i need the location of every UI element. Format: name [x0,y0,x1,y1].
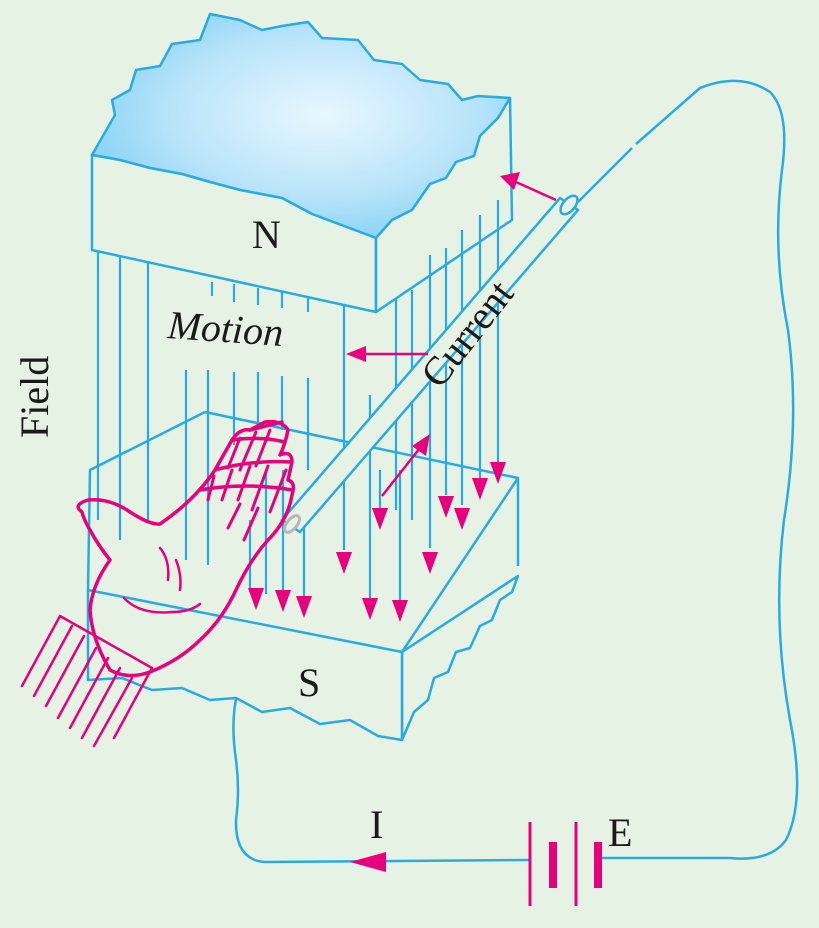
circuit-wire [232,79,799,864]
field-arrow-head [372,508,388,530]
field-arrow-head [472,478,488,500]
field-arrow-head [248,588,264,610]
circuit-current-arrow-head [350,852,386,872]
field-arrow-head [275,590,291,612]
hand-cuff [20,614,154,748]
south-pole-top-edges [86,410,520,653]
north-pole [90,12,514,314]
hand-hatching [206,428,288,542]
current-arrow-shaft [381,447,421,497]
field-arrow-head [336,552,352,574]
field-arrow-head [490,462,506,484]
south-pole-front-face [86,588,404,742]
arrows [346,172,557,872]
field-arrow-head [438,496,454,518]
motion-label: Motion [165,302,284,355]
conductor-rod [280,194,580,534]
south-pole-label: S [298,660,320,705]
field-arrow-head [392,600,408,622]
wire-right-loop [577,79,799,860]
battery-cell-icon [528,822,602,906]
emf-label: E [608,810,632,855]
field-label: Field [12,356,57,438]
field-arrows [248,462,506,622]
field-arrow-head [296,596,312,618]
hand-crease [122,546,202,614]
south-pole [86,410,520,742]
hand-finger [198,484,294,492]
left-hand-icon [20,419,296,748]
south-pole-side-face [400,574,520,742]
hand-finger [248,420,284,432]
wire-bottom-left [232,639,531,864]
conductor-end-near [283,514,301,534]
north-pole-label: N [252,212,281,257]
conductor-end-far [559,194,579,216]
field-lines [96,200,500,610]
hand-palm [76,419,296,678]
field-arrow-head [362,598,378,620]
force-arrow-head [500,172,520,190]
motion-arrow-head [346,346,366,362]
field-arrow-head [454,508,470,530]
hand-finger [213,459,292,472]
circuit-current-label: I [370,802,383,847]
force-arrow-shaft [515,180,557,202]
field-arrow-head [422,552,438,574]
north-pole-side-face [374,96,514,314]
hand-finger [230,436,287,444]
current-arrow-head [412,434,430,456]
